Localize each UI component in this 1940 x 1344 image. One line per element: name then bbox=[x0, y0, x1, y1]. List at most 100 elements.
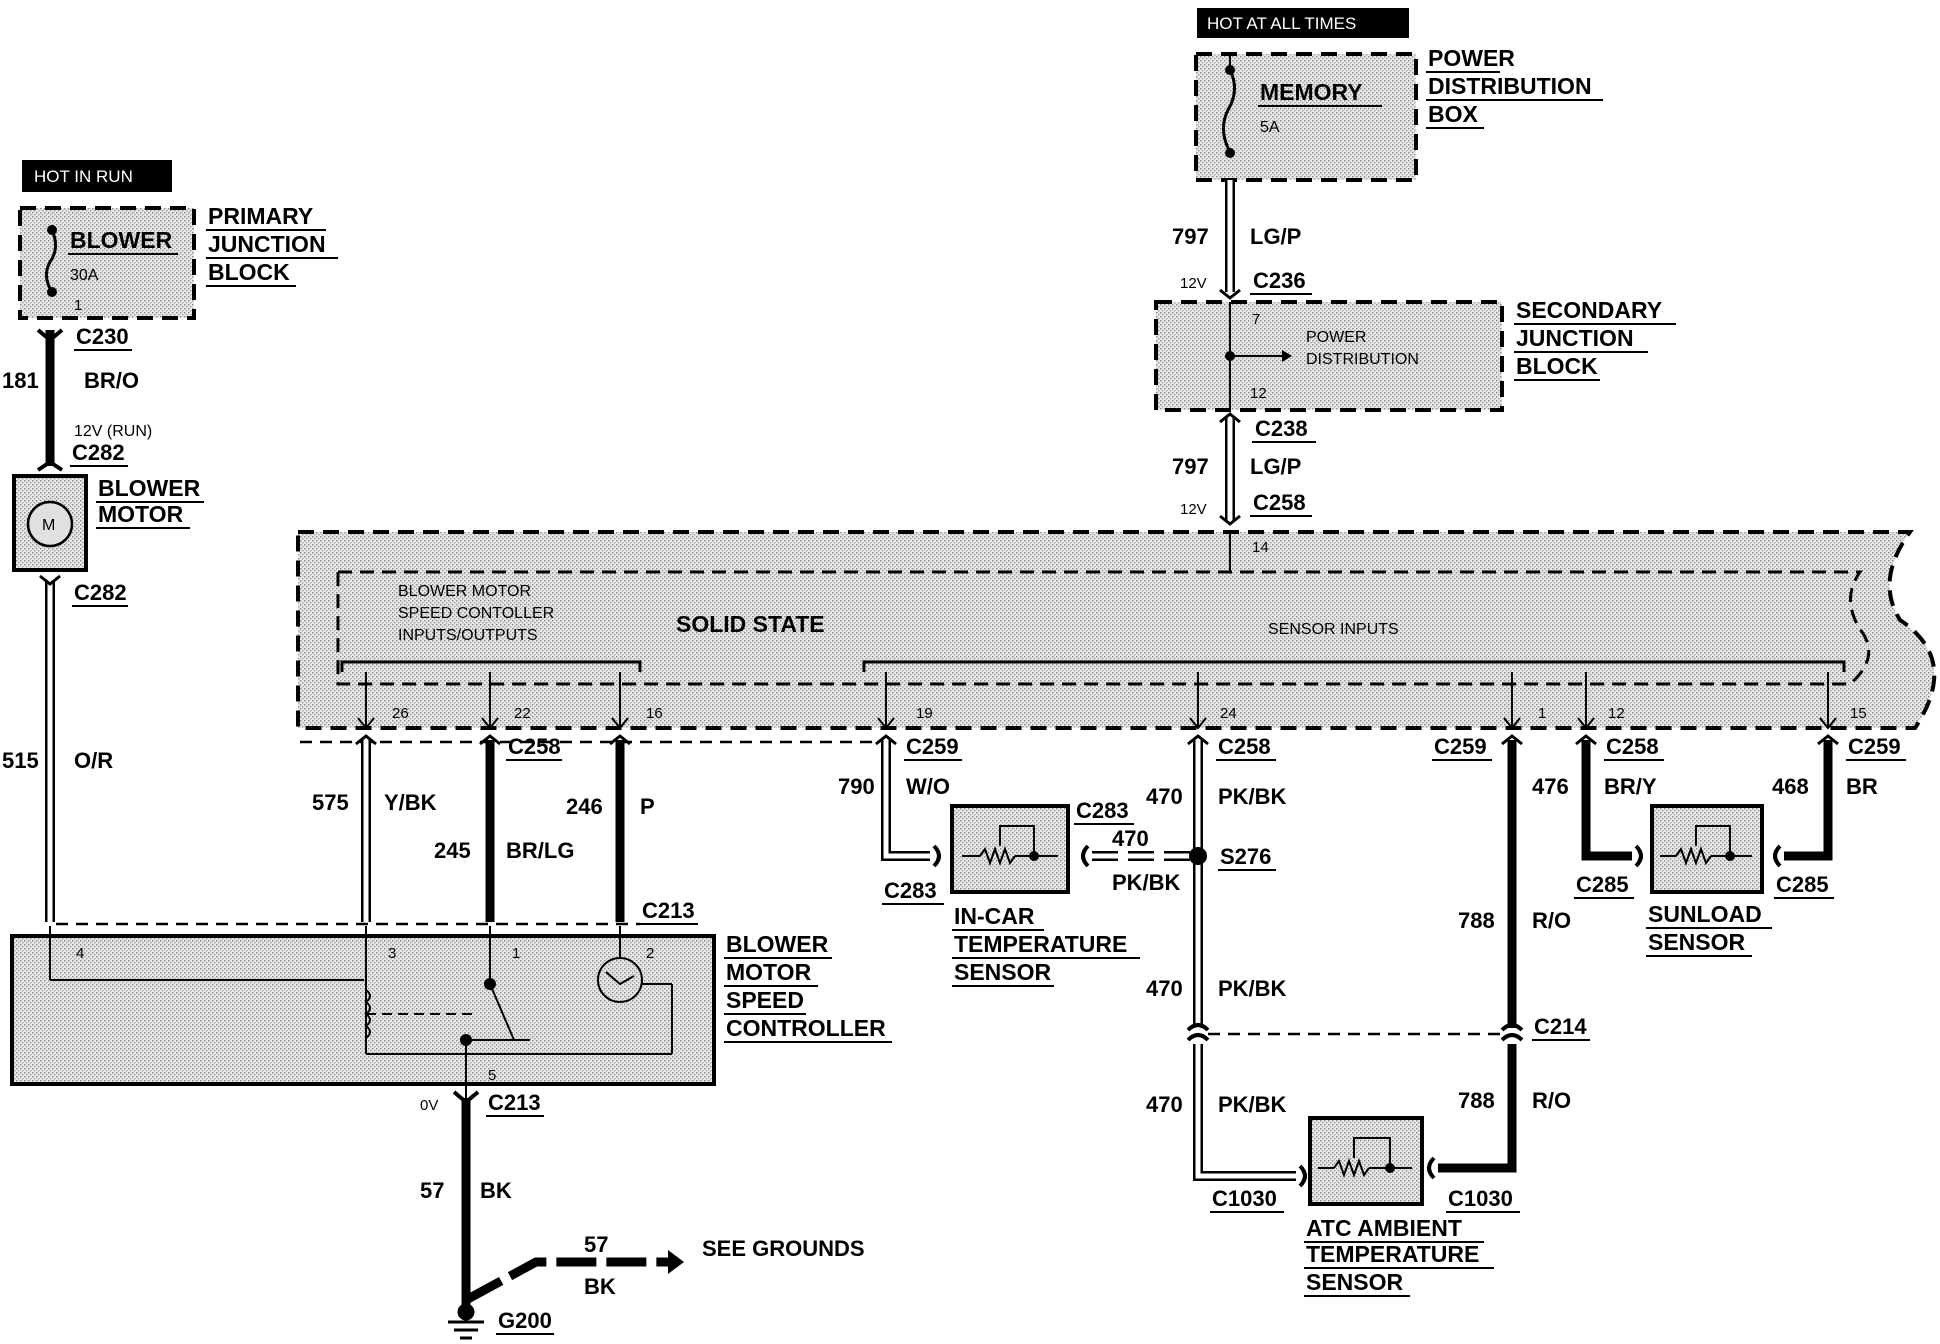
blower-motor-speed-controller-pins-2: 1 bbox=[512, 945, 520, 962]
secondary-junction-block bbox=[1154, 300, 1504, 412]
diagram-line bbox=[1225, 65, 1235, 75]
diagram-line bbox=[1186, 1023, 1210, 1032]
diagram-line bbox=[36, 459, 64, 472]
diagram-line bbox=[1081, 844, 1090, 868]
connectors-c285b: C285 bbox=[1776, 872, 1829, 897]
module-pins: 26 22 16 19 24 1 12 15 bbox=[357, 672, 1867, 730]
diagram-line bbox=[979, 846, 1016, 866]
blower-motor-speed-controller-pins-3: 2 bbox=[646, 945, 654, 962]
wires-w470s: 470 bbox=[1112, 826, 1149, 851]
connectors-c1030b: C1030 bbox=[1448, 1186, 1513, 1211]
connectors-c258c: C258 bbox=[1606, 734, 1659, 759]
connectors-c259c: C259 bbox=[1848, 734, 1901, 759]
diagram-line bbox=[489, 983, 515, 1041]
blower-motor-speed-controller-title-l2: MOTOR bbox=[726, 959, 812, 985]
wires-w797a: 797 bbox=[1172, 224, 1209, 249]
primary-junction-block-title-l1: PRIMARY bbox=[208, 203, 313, 229]
atc-sensor-l2: TEMPERATURE bbox=[1306, 1241, 1479, 1267]
solid-state-group1-l2: SPEED CONTOLLER bbox=[398, 605, 554, 622]
connectors-c282b: C282 bbox=[74, 580, 127, 605]
connectors-c238: C238 bbox=[1255, 416, 1308, 441]
solid-state-group2: SENSOR INPUTS bbox=[1268, 621, 1399, 638]
wires-w788b: 788 bbox=[1458, 1088, 1495, 1113]
blower-motor-speed-controller-pins-4: 5 bbox=[488, 1067, 496, 1084]
atc-sensor-l3: SENSOR bbox=[1306, 1269, 1404, 1295]
fuse-icon bbox=[45, 229, 57, 293]
voltages-v-c258: 12V bbox=[1180, 501, 1207, 518]
solid-state-pins-2: 16 bbox=[646, 705, 663, 722]
voltages-v-ground: 0V bbox=[420, 1097, 438, 1114]
wires-c57b: BK bbox=[584, 1274, 616, 1299]
wires-c790: W/O bbox=[906, 774, 950, 799]
power-distribution-box-title-l1: POWER bbox=[1428, 45, 1515, 71]
secondary-junction-block-note-l2: DISTRIBUTION bbox=[1306, 351, 1419, 368]
solid-state-pins-6: 12 bbox=[1608, 705, 1625, 722]
in-car-sensor-l3: SENSOR bbox=[954, 959, 1052, 985]
headers-hot-all-times: HOT AT ALL TIMES bbox=[1207, 14, 1356, 33]
sunload-sensor-l1: SUNLOAD bbox=[1648, 901, 1762, 927]
diagram-line bbox=[877, 717, 895, 730]
diagram-line bbox=[22, 160, 172, 192]
wires-c476: BR/Y bbox=[1604, 774, 1657, 799]
wires-w470c: 470 bbox=[1146, 1092, 1183, 1117]
connectors-c213a: C213 bbox=[642, 898, 695, 923]
diagram-line bbox=[1581, 740, 1632, 861]
diagram-line bbox=[481, 717, 499, 730]
in-car-sensor-l2: TEMPERATURE bbox=[954, 931, 1127, 957]
wires-w797b: 797 bbox=[1172, 454, 1209, 479]
voltages-v-run: 12V (RUN) bbox=[74, 423, 152, 440]
headers-hot-in-run: HOT IN RUN bbox=[34, 167, 133, 186]
connectors-c258a: C258 bbox=[508, 734, 561, 759]
solid-state-group1-l1: BLOWER MOTOR bbox=[398, 583, 531, 600]
wires-c575: Y/BK bbox=[384, 790, 437, 815]
diagram-line bbox=[457, 1303, 475, 1321]
primary-junction-block-title-l3: BLOCK bbox=[208, 259, 290, 285]
blower-motor-speed-controller-title-l4: CONTROLLER bbox=[726, 1015, 886, 1041]
solid-state-pins-0: 26 bbox=[392, 705, 409, 722]
blower-motor-symbol: M bbox=[42, 517, 55, 534]
diagram-line bbox=[357, 717, 375, 730]
primary-junction-block-pin: 1 bbox=[74, 297, 82, 314]
diagram-line bbox=[1282, 350, 1292, 362]
voltages-v-c236: 12V bbox=[1180, 275, 1207, 292]
atc-sensor-l1: ATC AMBIENT bbox=[1306, 1215, 1462, 1241]
wires-c470a: PK/BK bbox=[1218, 784, 1287, 809]
diagram-line bbox=[355, 734, 377, 746]
wires-w790: 790 bbox=[838, 774, 875, 799]
diagram-line bbox=[883, 740, 930, 859]
diagram-line bbox=[1219, 288, 1241, 300]
connectors-c214: C214 bbox=[1534, 1014, 1587, 1039]
diagram-line bbox=[1298, 1164, 1307, 1188]
wires-w476: 476 bbox=[1532, 774, 1569, 799]
wires-c57a: BK bbox=[480, 1178, 512, 1203]
wires-w470b: 470 bbox=[1146, 976, 1183, 1001]
connectors-c213b: C213 bbox=[488, 1090, 541, 1115]
secondary-junction-block-pin-in: 7 bbox=[1252, 311, 1260, 328]
diagram-line bbox=[1500, 1033, 1524, 1042]
primary-junction-block-fuse-name: BLOWER bbox=[70, 227, 173, 253]
diagram-line bbox=[336, 570, 1871, 686]
diagram-line bbox=[1189, 717, 1207, 730]
power-distribution-box-fuse-rating: 5A bbox=[1260, 119, 1280, 136]
wires-c788b: R/O bbox=[1532, 1088, 1571, 1113]
wires-c470s: PK/BK bbox=[1112, 870, 1181, 895]
wires-c470b: PK/BK bbox=[1218, 976, 1287, 1001]
blower-motor-speed-controller-pins-0: 4 bbox=[76, 945, 84, 962]
diagram-line bbox=[463, 1257, 668, 1304]
sensor-bracket bbox=[862, 660, 1846, 672]
diagram-line bbox=[1186, 1033, 1210, 1042]
diagram-line bbox=[1353, 1137, 1391, 1168]
wires-w57a: 57 bbox=[420, 1178, 444, 1203]
wires-c515: O/R bbox=[74, 748, 113, 773]
solid-state-module bbox=[296, 530, 1937, 730]
connectors-c282a: C282 bbox=[72, 440, 125, 465]
wires-w468: 468 bbox=[1772, 774, 1809, 799]
diagram-line bbox=[932, 844, 941, 868]
wires-c246: P bbox=[640, 794, 655, 819]
wires-w245: 245 bbox=[434, 838, 471, 863]
connectors-c258top: C258 bbox=[1253, 490, 1306, 515]
sunload-sensor-l2: SENSOR bbox=[1648, 929, 1746, 955]
diagram-line bbox=[875, 734, 897, 746]
